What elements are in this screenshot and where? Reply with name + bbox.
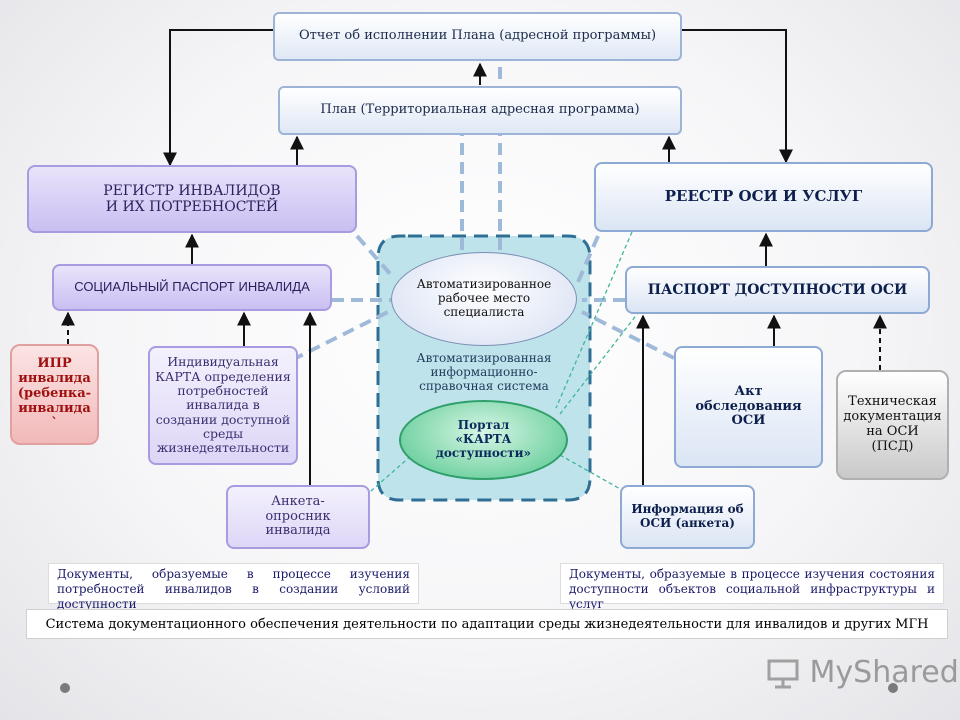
report-label: Отчет об исполнении Плана (адресной прог… (298, 28, 657, 44)
left-bullet-dot (60, 683, 70, 693)
social-passport-box: СОЦИАЛЬНЫЙ ПАСПОРТ ИНВАЛИДА (52, 264, 332, 311)
registry-box: РЕГИСТР ИНВАЛИДОВ И ИХ ПОТРЕБНОСТЕЙ (27, 165, 357, 233)
plan-box: План (Территориальная адресная программа… (278, 86, 682, 135)
portal-label: Портал «КАРТА доступности» (435, 418, 532, 460)
registry-line1: РЕГИСТР ИНВАЛИДОВ (103, 182, 281, 199)
myshared-logo: MyShared (766, 654, 959, 690)
osi-info-label: Информация об ОСИ (анкета) (631, 502, 744, 530)
accessibility-passport-box: ПАСПОРТ ДОСТУПНОСТИ ОСИ (625, 266, 930, 314)
social-passport-label: СОЦИАЛЬНЫЙ ПАСПОРТ ИНВАЛИДА (74, 279, 310, 295)
accessibility-passport-label: ПАСПОРТ ДОСТУПНОСТИ ОСИ (647, 281, 908, 298)
tech-docs-label: Техническая документация на ОСИ (ПСД) (843, 394, 942, 454)
survey-label: Анкета-опросник инвалида (265, 493, 331, 539)
logo-text: MyShared (809, 655, 959, 690)
footer-text: Система документационного обеспечения де… (45, 616, 929, 632)
survey-box: Анкета-опросник инвалида (226, 485, 370, 549)
ais-label-block: Автоматизированная информационно-справоч… (396, 350, 572, 396)
automated-workplace-label: Автоматизированное рабочее место специал… (416, 277, 552, 319)
registry-line2: И ИХ ПОТРЕБНОСТЕЙ (105, 199, 279, 215)
plan-label: План (Территориальная адресная программа… (320, 102, 640, 118)
individual-card-box: Индивидуальная КАРТА определения потребн… (148, 346, 298, 465)
left-caption-text: Документы, образуемые в процессе изучени… (57, 567, 410, 611)
ais-label: Автоматизированная информационно-справоч… (416, 351, 552, 393)
osi-register-box: РЕЕСТР ОСИ И УСЛУГ (594, 162, 933, 232)
right-bullet-dot (888, 683, 898, 693)
ipr-label: ИПР инвалида (ребенка-инвалида ` (17, 356, 92, 431)
left-caption: Документы, образуемые в процессе изучени… (48, 563, 419, 611)
automated-workplace-ellipse: Автоматизированное рабочее место специал… (391, 252, 577, 346)
individual-card-label: Индивидуальная КАРТА определения потребн… (155, 354, 291, 456)
ipr-box: ИПР инвалида (ребенка-инвалида ` (10, 344, 99, 445)
right-caption: Документы, образуемые в процессе изучени… (560, 563, 944, 611)
footer-banner: Система документационного обеспечения де… (26, 609, 948, 639)
inspection-act-box: Акт обследования ОСИ (674, 346, 823, 468)
tech-docs-box: Техническая документация на ОСИ (ПСД) (836, 370, 949, 480)
osi-register-label: РЕЕСТР ОСИ И УСЛУГ (664, 187, 863, 206)
inspection-act-label: Акт обследования ОСИ (695, 383, 802, 429)
report-box: Отчет об исполнении Плана (адресной прог… (273, 12, 682, 61)
presentation-icon (767, 659, 799, 688)
portal-ellipse[interactable]: Портал «КАРТА доступности» (399, 400, 568, 480)
osi-info-box: Информация об ОСИ (анкета) (620, 485, 755, 549)
right-caption-text: Документы, образуемые в процессе изучени… (569, 567, 935, 611)
